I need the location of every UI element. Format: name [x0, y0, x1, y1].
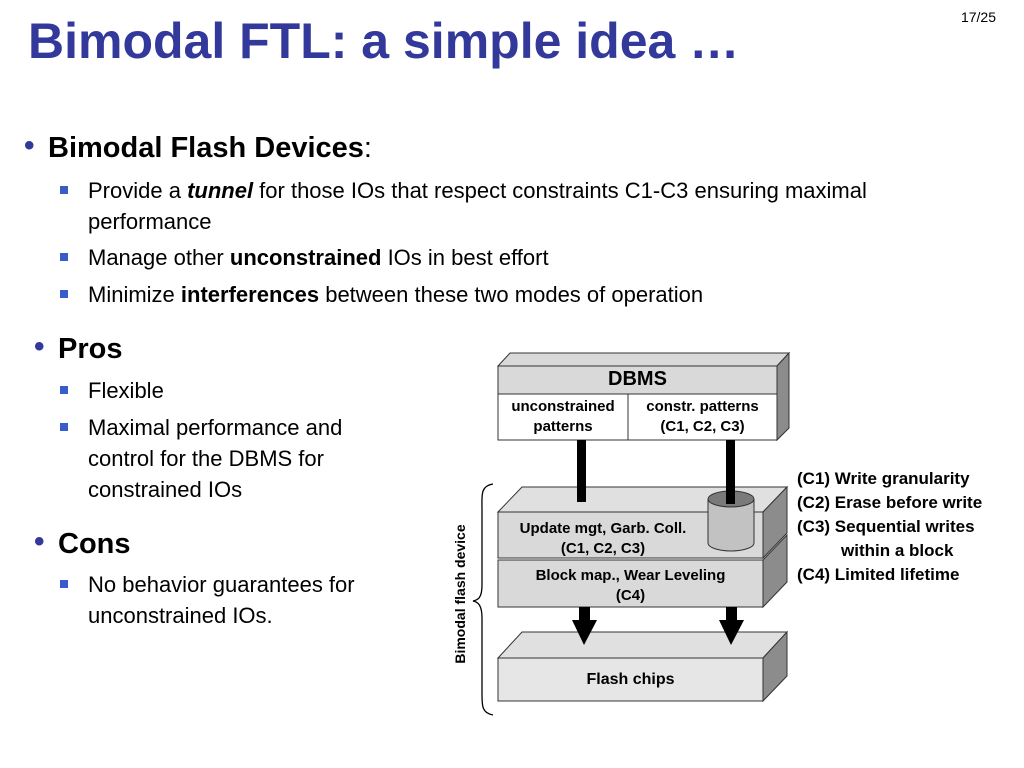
- bullet-pros: • Pros: [34, 330, 123, 366]
- square-bullet-icon: [60, 186, 68, 194]
- block-map-box: [497, 533, 788, 609]
- heading-colon: :: [363, 132, 372, 164]
- emphasis: interferences: [180, 282, 320, 307]
- text: (C1, C2, C3): [660, 418, 745, 435]
- update-mgt-label: Update mgt, Garb. Coll. (C1, C2, C3): [498, 519, 708, 559]
- bullet-cons: • Cons: [34, 525, 131, 561]
- block-map-label: Block map., Wear Leveling (C4): [498, 566, 763, 606]
- constraint-c1: (C1) Write granularity: [797, 469, 970, 488]
- constraint-c3: (C3) Sequential writes: [797, 517, 975, 536]
- text: Manage other: [88, 245, 230, 270]
- emphasis: unconstrained: [229, 245, 382, 270]
- text: Update mgt, Garb. Coll.: [519, 520, 687, 537]
- unconstrained-patterns-label: unconstrained patterns: [498, 397, 628, 437]
- text: constr. patterns: [646, 398, 759, 415]
- device-bracket: [472, 483, 494, 716]
- text: constrained IOs: [88, 477, 243, 502]
- bullet-dot-icon: •: [24, 129, 35, 162]
- emphasis: tunnel: [187, 178, 254, 203]
- constraints-list: (C1) Write granularity (C2) Erase before…: [797, 467, 982, 587]
- page-number: 17/25: [960, 9, 996, 25]
- section-heading: Bimodal Flash Devices: [48, 132, 364, 164]
- dbms-box: [496, 351, 791, 442]
- constraint-c2: (C2) Erase before write: [797, 493, 983, 512]
- text: IOs in best effort: [381, 245, 549, 270]
- flash-chips-label: Flash chips: [586, 671, 675, 688]
- io-arrows: [572, 440, 744, 645]
- square-bullet-icon: [60, 580, 68, 588]
- text: (C1, C2, C3): [560, 540, 646, 557]
- square-bullet-icon: [60, 423, 68, 431]
- text: for those IOs that respect constraints C…: [253, 178, 867, 203]
- sub-bullet-interferences: Minimize interferences between these two…: [60, 279, 704, 310]
- bullet-dot-icon: •: [34, 525, 45, 558]
- pros-flexible: Flexible: [60, 375, 164, 406]
- pros-heading: Pros: [58, 333, 123, 365]
- bimodal-flash-device-label: Bimodal flash device: [452, 524, 468, 663]
- constraint-c3-continued: within a block: [841, 541, 954, 560]
- text: performance: [88, 209, 212, 234]
- square-bullet-icon: [60, 290, 68, 298]
- flash-chips-box: [496, 630, 789, 703]
- slide-title: Bimodal FTL: a simple idea …: [28, 13, 740, 69]
- text: (C4): [615, 587, 646, 604]
- text: unconstrained: [511, 398, 615, 415]
- square-bullet-icon: [60, 253, 68, 261]
- text: Block map., Wear Leveling: [535, 567, 726, 584]
- text: Maximal performance and: [88, 415, 343, 440]
- square-bullet-icon: [60, 386, 68, 394]
- text: No behavior guarantees for: [88, 572, 355, 597]
- cons-no-guarantees: No behavior guarantees for unconstrained…: [60, 569, 355, 631]
- text: Flexible: [88, 378, 164, 403]
- cons-heading: Cons: [58, 528, 131, 560]
- text: between these two modes of operation: [319, 282, 704, 307]
- bullet-dot-icon: •: [34, 330, 45, 363]
- text: unconstrained IOs.: [88, 603, 273, 628]
- text: control for the DBMS for: [88, 446, 324, 471]
- text: patterns: [533, 418, 593, 435]
- bullet-bimodal-flash-devices: • Bimodal Flash Devices:: [24, 129, 372, 165]
- constraint-c4: (C4) Limited lifetime: [797, 565, 960, 584]
- sub-bullet-tunnel: Provide a tunnel for those IOs that resp…: [60, 175, 1008, 237]
- text: Provide a: [88, 178, 188, 203]
- text: Bimodal flash device: [452, 524, 468, 664]
- dbms-label: DBMS: [608, 368, 667, 390]
- constrained-patterns-label: constr. patterns (C1, C2, C3): [628, 397, 777, 437]
- pros-maximal-performance: Maximal performance and control for the …: [60, 412, 343, 505]
- text: Minimize: [88, 282, 181, 307]
- sub-bullet-unconstrained: Manage other unconstrained IOs in best e…: [60, 242, 549, 273]
